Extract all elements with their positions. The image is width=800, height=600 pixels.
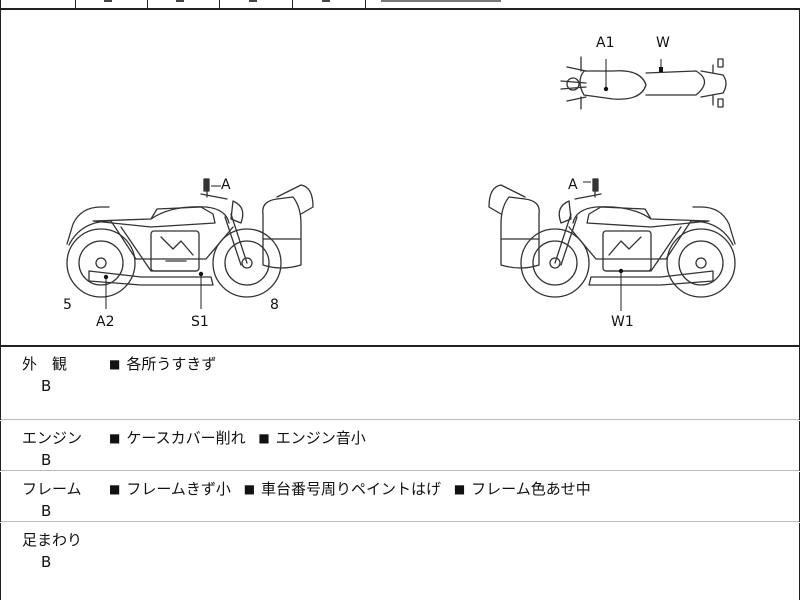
bullet-square-icon: ■ <box>258 431 270 445</box>
category-label: フレーム <box>22 480 82 498</box>
condition-notes: ■ フレームきず小 ■ 車台番号周りペイントはげ ■ フレーム色あせ中 <box>109 478 599 499</box>
label-left-a2: A2 <box>96 314 114 330</box>
bullet-square-icon: ■ <box>243 482 256 496</box>
bullet-square-icon: ■ <box>109 431 121 445</box>
label-left-a: A <box>221 177 231 193</box>
header-row-cropped <box>0 0 800 10</box>
note-text: フレーム色あせ中 <box>471 480 591 498</box>
grade-value: B <box>41 451 52 469</box>
note-text: 各所うすきず <box>126 355 217 373</box>
label-top-w: W <box>656 35 670 51</box>
bullet-square-icon: ■ <box>109 357 121 371</box>
label-left-8: 8 <box>270 297 279 313</box>
condition-row-suspension: 足まわり B <box>0 523 800 600</box>
condition-notes: ■ 各所うすきず <box>109 353 224 374</box>
category-label: 外 観 <box>22 355 68 373</box>
condition-row-frame: フレーム B ■ フレームきず小 ■ 車台番号周りペイントはげ ■ フレーム色あせ中 <box>0 472 800 522</box>
bullet-square-icon: ■ <box>109 482 121 496</box>
condition-row-engine: エンジン B ■ ケースカバー削れ ■ エンジン音小 <box>0 421 800 471</box>
damage-diagram: A A2 S1 5 8 A W1 A1 W <box>0 9 800 347</box>
grade-value: B <box>41 553 52 571</box>
note-text: エンジン音小 <box>275 429 366 447</box>
motorcycle-diagram-svg: A A2 S1 5 8 A W1 A1 W <box>63 35 736 330</box>
label-right-a: A <box>568 177 578 193</box>
note-text: フレームきず小 <box>126 480 231 498</box>
label-right-w1: W1 <box>611 314 634 330</box>
note-text: 車台番号周りペイントはげ <box>261 480 442 498</box>
category-label: エンジン <box>22 429 83 447</box>
label-top-a1: A1 <box>596 35 614 51</box>
condition-row-exterior: 外 観 B ■ 各所うすきず <box>0 347 800 420</box>
bullet-square-icon: ■ <box>453 482 466 496</box>
top-view-bike-drawing <box>560 56 727 110</box>
category-label: 足まわり <box>22 531 83 549</box>
left-side-bike-drawing <box>66 178 314 298</box>
condition-notes: ■ ケースカバー削れ ■ エンジン音小 <box>109 427 374 448</box>
grade-value: B <box>41 377 52 395</box>
label-left-s1: S1 <box>191 314 209 330</box>
right-side-bike-drawing <box>488 178 736 298</box>
label-left-5: 5 <box>63 297 72 313</box>
grade-value: B <box>41 502 52 520</box>
note-text: ケースカバー削れ <box>126 429 246 447</box>
